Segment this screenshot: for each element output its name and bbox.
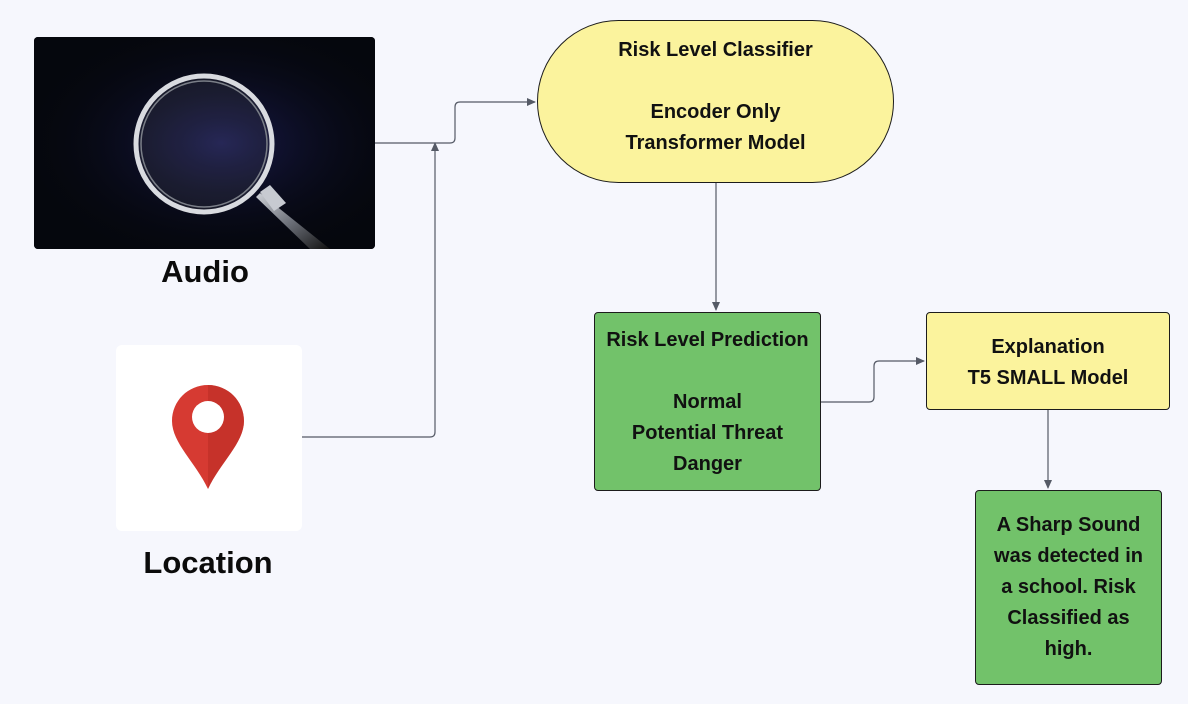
classifier-line: Transformer Model	[625, 132, 806, 154]
prediction-class-potential-threat: Potential Threat	[631, 422, 784, 444]
result-line: was detected in	[994, 545, 1143, 567]
classifier-spacer	[538, 66, 893, 97]
prediction-title: Risk Level Prediction	[606, 329, 809, 351]
location-caption: Location	[143, 545, 273, 580]
result-line: high.	[1044, 638, 1093, 660]
result-line: a school. Risk	[1001, 576, 1136, 598]
risk-level-classifier-node: Risk Level Classifier Encoder Only Trans…	[537, 20, 894, 183]
location-card	[116, 345, 302, 531]
explanation-node: Explanation T5 SMALL Model	[926, 312, 1170, 410]
explanation-line: T5 SMALL Model	[967, 367, 1129, 389]
result-node: A Sharp Sound was detected in a school. …	[975, 490, 1162, 685]
prediction-spacer	[595, 356, 820, 387]
result-line: A Sharp Sound	[996, 514, 1141, 536]
map-pin-icon	[172, 385, 244, 489]
prediction-class-normal: Normal	[673, 391, 742, 413]
audio-image	[34, 37, 375, 249]
connector-audio-to-classifier	[375, 98, 536, 144]
connector-prediction-to-explanation	[821, 357, 925, 403]
prediction-class-danger: Danger	[673, 453, 742, 475]
classifier-title: Risk Level Classifier	[618, 39, 813, 61]
result-line: Classified as	[1007, 607, 1130, 629]
explanation-line: Explanation	[991, 336, 1105, 358]
risk-level-prediction-node: Risk Level Prediction Normal Potential T…	[594, 312, 821, 491]
magnifier-over-waveform-icon	[34, 37, 375, 249]
classifier-line: Encoder Only	[650, 101, 781, 123]
audio-caption: Audio	[161, 254, 249, 289]
